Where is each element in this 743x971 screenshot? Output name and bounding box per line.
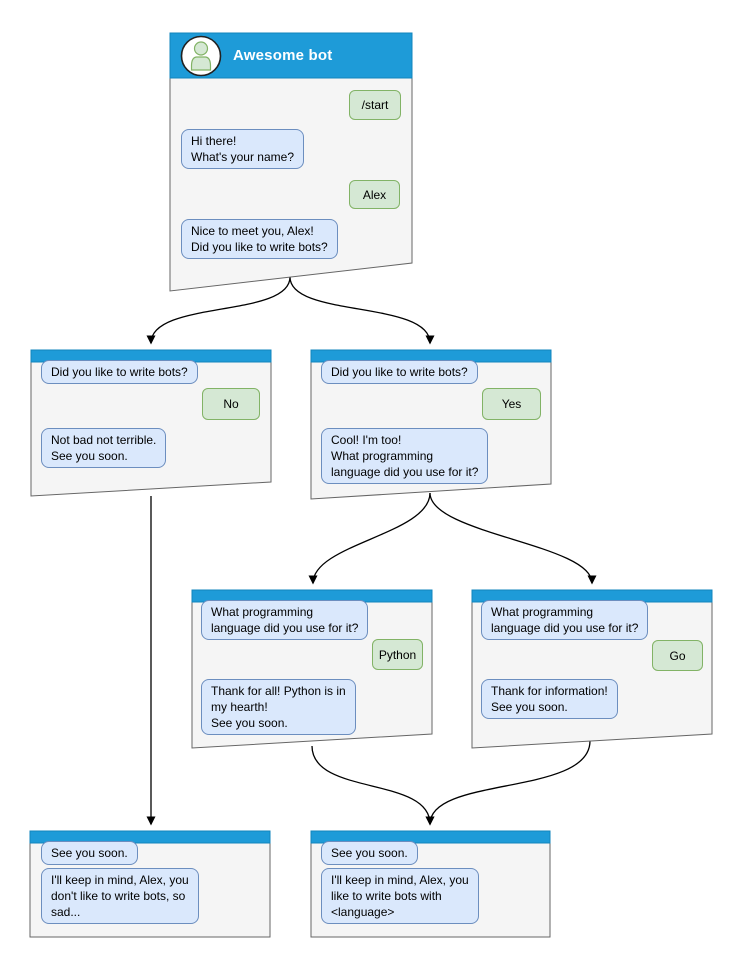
- bot-message-bubble-see-you-soon: See you soon.: [41, 841, 138, 865]
- bot-message-bubble-language-question: What programming language did you use fo…: [481, 600, 649, 640]
- bot-message-bubble-thank-info: Thank for information! See you soon.: [481, 679, 618, 719]
- bot-message-bubble-keep-in-mind-no: I'll keep in mind, Alex, you don't like …: [41, 868, 199, 924]
- bot-message-bubble-nice-to-meet: Nice to meet you, Alex! Did you like to …: [181, 219, 338, 259]
- user-message-bubble-name: Alex: [349, 180, 400, 209]
- edge-main-to-no: [146, 276, 291, 345]
- bot-title: Awesome bot: [233, 47, 333, 64]
- bot-message-bubble-greeting: Hi there! What's your name?: [181, 129, 305, 169]
- end-yes-header-bar: [310, 830, 551, 844]
- bot-message-bubble-cool: Cool! I'm too! What programming language…: [321, 428, 489, 484]
- user-message-bubble-python: Python: [372, 639, 423, 670]
- user-message-bubble-no: No: [202, 388, 260, 420]
- bot-message-bubble-language-question: What programming language did you use fo…: [201, 600, 369, 640]
- bot-message-bubble-not-bad: Not bad not terrible. See you soon.: [41, 428, 167, 468]
- bot-avatar-icon: [180, 35, 222, 77]
- bot-message-bubble-keep-in-mind-yes: I'll keep in mind, Alex, you like to wri…: [321, 868, 479, 924]
- user-message-bubble-go: Go: [652, 640, 703, 671]
- edge-yes-to-python: [308, 492, 431, 585]
- bot-message-bubble-question-echo: Did you like to write bots?: [321, 360, 478, 384]
- user-message-bubble-start: /start: [349, 90, 401, 120]
- edge-main-to-yes: [289, 276, 435, 345]
- bot-message-bubble-see-you-soon: See you soon.: [321, 841, 418, 865]
- bot-message-bubble-question-echo: Did you like to write bots?: [41, 360, 198, 384]
- user-message-bubble-yes: Yes: [482, 388, 541, 420]
- bot-message-bubble-thank-python: Thank for all! Python is in my hearth! S…: [201, 679, 356, 735]
- edge-go-to-end: [425, 740, 591, 826]
- edge-python-to-end: [311, 745, 435, 826]
- end-no-header-bar: [29, 830, 271, 844]
- edge-yes-to-go: [429, 492, 597, 585]
